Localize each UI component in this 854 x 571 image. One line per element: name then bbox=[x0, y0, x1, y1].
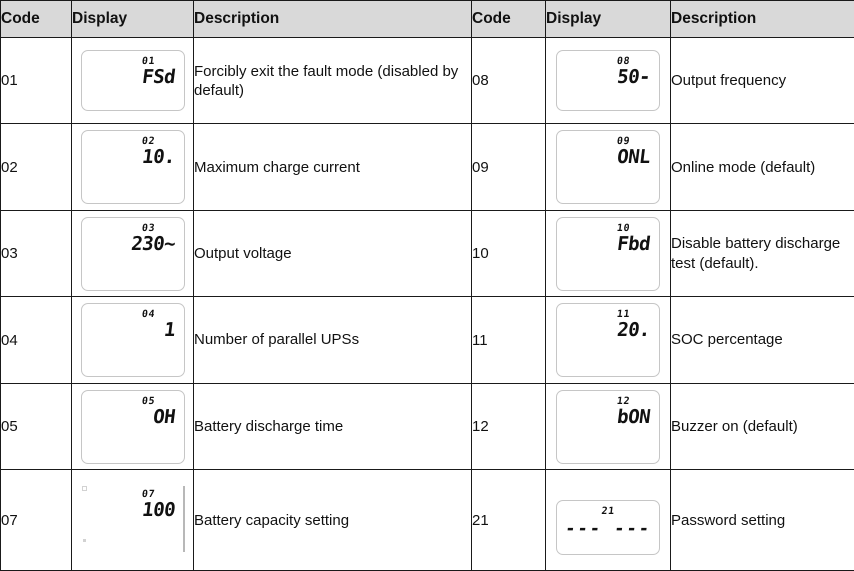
code-cell: 09 bbox=[471, 123, 546, 211]
description-cell: Maximum charge current bbox=[193, 123, 472, 211]
lcd-readout: 07 100 bbox=[82, 489, 176, 522]
lcd-value-digits: 230~ bbox=[129, 232, 176, 255]
lcd-readout: 09 ONL bbox=[557, 136, 652, 169]
description-cell: Output frequency bbox=[670, 36, 854, 125]
display-cell: 11 20. bbox=[545, 296, 671, 384]
table-row: 01 01 FSd Forcibly exit the fault mode (… bbox=[0, 36, 854, 125]
lcd-readout: 12 bON bbox=[557, 396, 652, 428]
description-cell: Disable battery discharge test (default)… bbox=[670, 209, 854, 298]
code-cell: 07 bbox=[0, 469, 72, 571]
description-cell: Forcibly exit the fault mode (disabled b… bbox=[193, 36, 472, 125]
description-cell: Output voltage bbox=[193, 209, 472, 298]
header-description-left: Description bbox=[193, 0, 472, 38]
display-cell: 21 --- --- bbox=[545, 469, 671, 571]
description-cell: Battery capacity setting bbox=[193, 469, 472, 571]
description-cell: Password setting bbox=[670, 469, 854, 571]
lcd-readout: 01 FSd bbox=[82, 56, 176, 89]
display-cell: 12 bON bbox=[545, 382, 671, 471]
lcd-panel: 05 OH bbox=[80, 389, 185, 464]
lcd-panel: 02 10. bbox=[80, 130, 185, 205]
code-cell: 08 bbox=[471, 36, 546, 125]
description-cell: Number of parallel UPSs bbox=[193, 296, 472, 384]
display-cell: 04 1 bbox=[71, 296, 194, 384]
display-cell: 07 100 bbox=[71, 469, 194, 571]
lcd-value-digits: --- --- bbox=[564, 518, 653, 539]
code-cell: 04 bbox=[0, 296, 72, 384]
lcd-value-digits: 1 bbox=[162, 319, 176, 342]
description-cell: SOC percentage bbox=[670, 296, 854, 384]
display-cell: 10 Fbd bbox=[545, 209, 671, 298]
lcd-panel: 08 50- bbox=[556, 50, 660, 112]
table-row: 07 07 100 Battery capacity setting 21 21… bbox=[0, 469, 854, 571]
lcd-panel: 04 1 bbox=[80, 303, 185, 378]
table-row: 03 03 230~ Output voltage 10 10 Fbd bbox=[0, 209, 854, 298]
header-code-left: Code bbox=[0, 0, 72, 38]
lcd-panel: 21 --- --- bbox=[556, 499, 660, 555]
display-cell: 05 OH bbox=[71, 382, 194, 471]
lcd-panel: 03 230~ bbox=[80, 216, 185, 291]
code-cell: 05 bbox=[0, 382, 72, 471]
lcd-panel: 10 Fbd bbox=[556, 216, 660, 291]
lcd-readout: 10 Fbd bbox=[557, 223, 652, 255]
table-row: 02 02 10. Maximum charge current 09 09 O… bbox=[0, 123, 854, 211]
code-cell: 11 bbox=[471, 296, 546, 384]
table-row: 05 05 OH Battery discharge time 12 12 bO… bbox=[0, 382, 854, 471]
lcd-panel: 12 bON bbox=[556, 389, 660, 464]
table-row: 04 04 1 Number of parallel UPSs 11 11 20… bbox=[0, 296, 854, 384]
lcd-value-digits: 20. bbox=[615, 319, 652, 342]
lcd-value-digits: 10. bbox=[140, 146, 176, 169]
lcd-panel: 09 ONL bbox=[556, 130, 660, 205]
code-cell: 12 bbox=[471, 382, 546, 471]
lcd-readout: 08 50- bbox=[557, 56, 652, 89]
description-cell: Battery discharge time bbox=[193, 382, 472, 471]
lcd-panel: 07 100 bbox=[80, 483, 185, 558]
lcd-value-digits: ONL bbox=[615, 146, 652, 169]
lcd-value-digits: Fbd bbox=[615, 232, 652, 255]
code-cell: 21 bbox=[471, 469, 546, 571]
header-display-right: Display bbox=[545, 0, 671, 38]
lcd-readout: 05 OH bbox=[82, 396, 176, 428]
lcd-readout: 02 10. bbox=[82, 136, 176, 169]
display-cell: 09 ONL bbox=[545, 123, 671, 211]
lcd-value-digits: 50- bbox=[615, 66, 652, 89]
description-cell: Buzzer on (default) bbox=[670, 382, 854, 471]
table-header-row: Code Display Description Code Display De… bbox=[0, 0, 854, 38]
description-cell: Online mode (default) bbox=[670, 123, 854, 211]
display-cell: 02 10. bbox=[71, 123, 194, 211]
lcd-panel: 01 FSd bbox=[80, 50, 185, 112]
lcd-readout: 11 20. bbox=[557, 309, 652, 342]
code-cell: 03 bbox=[0, 209, 72, 298]
lcd-value-digits: bON bbox=[615, 405, 652, 428]
lcd-readout: 04 1 bbox=[82, 309, 176, 342]
lcd-code-digits: 04 bbox=[140, 309, 156, 321]
lcd-value-digits: 100 bbox=[140, 499, 176, 522]
lcd-value-digits: OH bbox=[151, 405, 176, 428]
header-code-right: Code bbox=[471, 0, 546, 38]
lcd-readout: 21 --- --- bbox=[557, 505, 659, 539]
code-cell: 01 bbox=[0, 36, 72, 125]
display-cell: 01 FSd bbox=[71, 36, 194, 125]
code-cell: 02 bbox=[0, 123, 72, 211]
header-display-left: Display bbox=[71, 0, 194, 38]
header-description-right: Description bbox=[670, 0, 854, 38]
lcd-value-digits: FSd bbox=[140, 66, 176, 89]
lcd-panel: 11 20. bbox=[556, 303, 660, 378]
lcd-code-digits: 21 bbox=[600, 505, 616, 517]
display-cell: 03 230~ bbox=[71, 209, 194, 298]
code-cell: 10 bbox=[471, 209, 546, 298]
lcd-readout: 03 230~ bbox=[82, 223, 176, 255]
display-cell: 08 50- bbox=[545, 36, 671, 125]
